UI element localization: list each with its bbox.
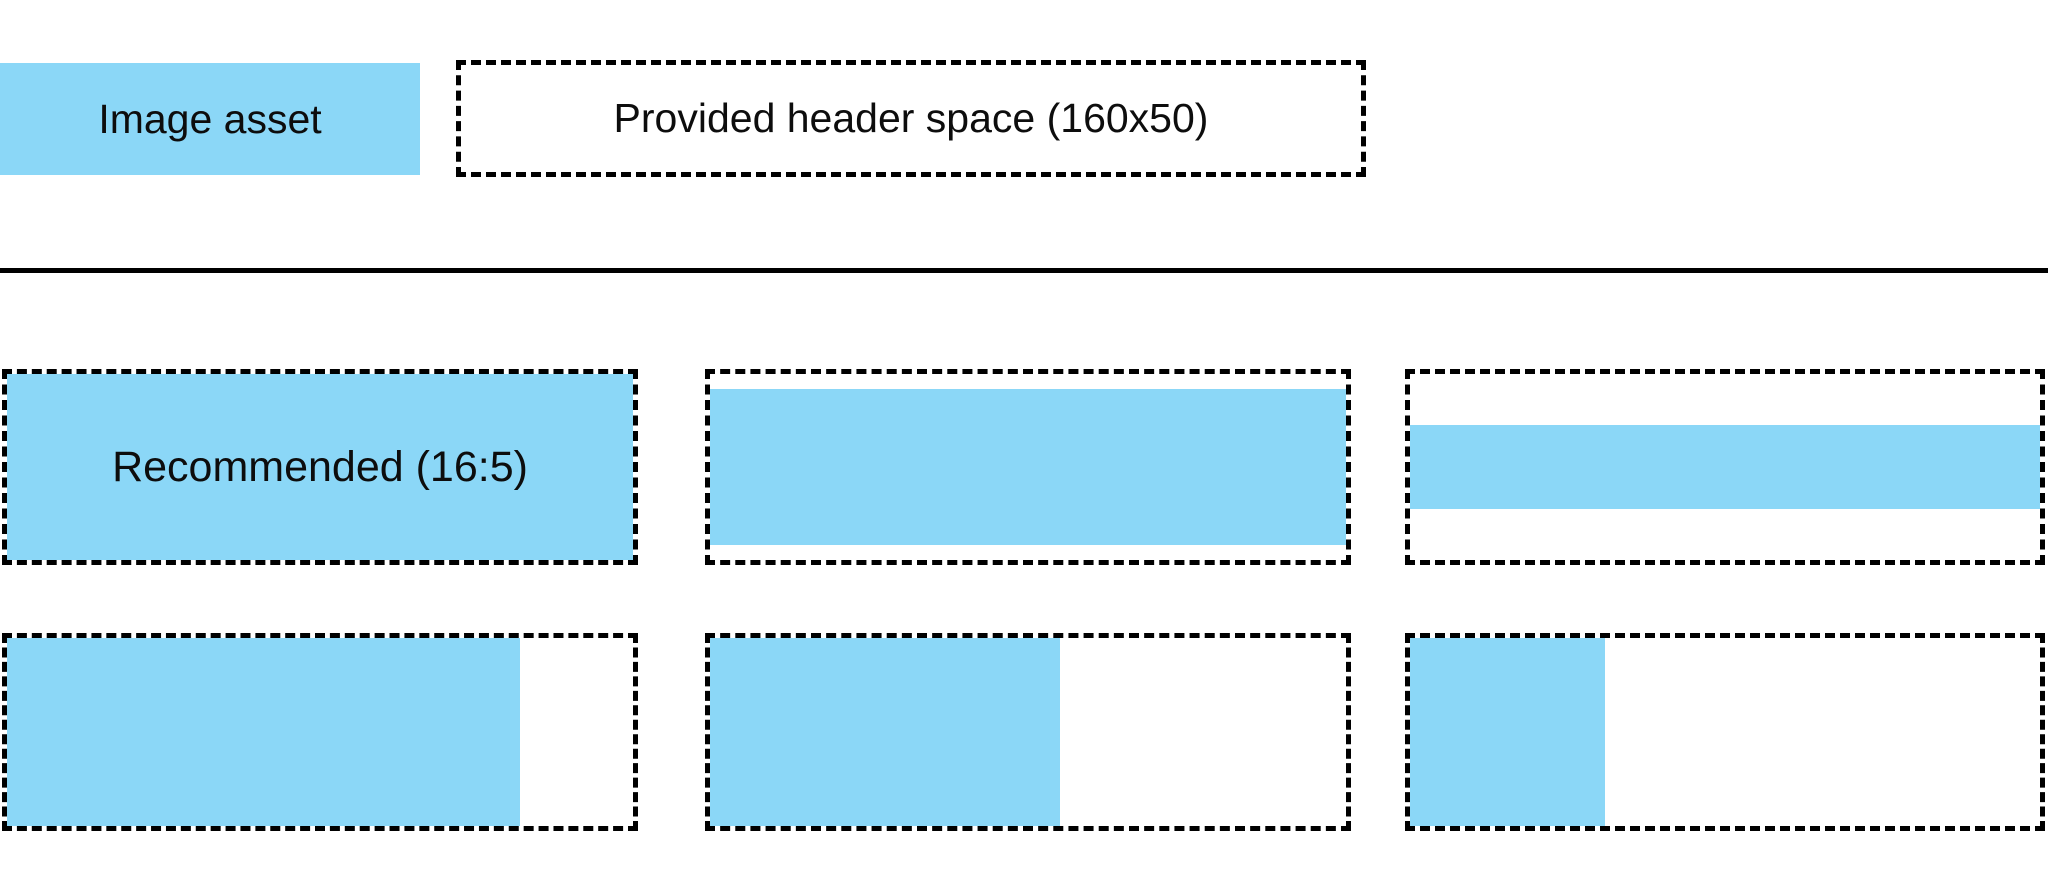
image-asset-fill xyxy=(710,388,1346,546)
legend-header-space-box: Provided header space (160x50) xyxy=(456,60,1366,177)
image-asset-fill xyxy=(710,638,1060,826)
image-asset-fill xyxy=(7,374,633,560)
image-asset-fill xyxy=(1410,425,2040,509)
image-asset-fill xyxy=(1410,638,1606,826)
legend-image-asset-label: Image asset xyxy=(98,95,322,142)
example-full-width-reduced-height xyxy=(705,369,1351,565)
example-full-width-thin-strip xyxy=(1405,369,2045,565)
image-asset-fill xyxy=(7,638,521,826)
section-divider xyxy=(0,268,2048,273)
legend-image-asset-swatch: Image asset xyxy=(0,63,420,175)
legend-header-space-label: Provided header space (160x50) xyxy=(613,95,1209,141)
example-recommended-16-5: Recommended (16:5) xyxy=(2,369,638,565)
example-full-height-medium-asset xyxy=(705,633,1351,831)
recommended-label: Recommended (16:5) xyxy=(112,442,528,491)
example-full-height-narrow-asset xyxy=(1405,633,2045,831)
example-full-height-wide-asset xyxy=(2,633,638,831)
